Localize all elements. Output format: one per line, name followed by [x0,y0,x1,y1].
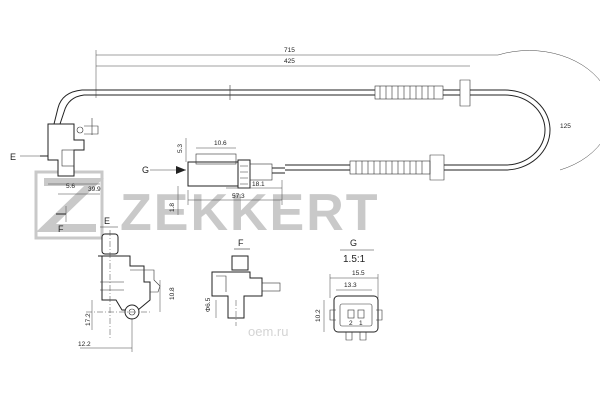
pin-1 [357,309,365,319]
sensor-head: E 5.6 39.9 F [10,118,101,234]
brand-watermark: ZEKKERT oem.ru [34,170,380,339]
view-g-title: G [350,238,357,248]
dim-right-loop: 125 [560,123,571,130]
protective-sleeve-bottom [349,160,431,175]
connector-side: G 10.6 5.3 18.1 57.3 1.8 [142,138,285,215]
view-label-g-arrow: G [142,165,149,175]
dim-sensor-depth: 39.9 [88,186,101,193]
dim-conn-height: 1.8 [169,203,176,212]
sensor-cable: 125 [53,50,600,181]
dim-conn-body: 18.1 [252,181,265,188]
watermark-site: oem.ru [248,324,288,339]
dim-g-width: 15.5 [352,270,365,277]
protective-sleeve-top [374,85,444,100]
dim-g-height: 10.2 [315,309,322,322]
dim-cable-length: 425 [284,58,295,65]
watermark-brand: ZEKKERT [120,184,380,242]
pin-label-1: 1 [359,320,363,327]
dim-e-width: 12.2 [78,341,91,348]
dim-sensor-small: 5.6 [66,183,75,190]
dim-f-diameter: Φ6.5 [205,297,212,312]
view-label-e: E [10,152,16,162]
dim-conn-total: 57.3 [232,193,245,200]
dim-overall-length: 715 [284,47,295,54]
view-g: G 1.5:1 15.5 13.3 2 1 10.2 [315,238,383,341]
dim-e-offset: 17.2 [85,313,92,326]
dim-g-inner: 13.3 [344,282,357,289]
view-g-scale: 1.5:1 [343,254,366,265]
dim-e-height: 10.8 [169,287,176,300]
grommet-bottom [429,154,445,181]
dim-conn-top: 10.6 [214,140,227,147]
view-label-f-arrow: F [58,224,64,234]
pin-label-2: 2 [349,320,353,327]
view-e-title: E [104,216,110,226]
view-e: E 10.8 17.2 12.2 [78,216,176,352]
connector-face [333,295,379,333]
pin-2 [347,309,355,319]
view-f-title: F [238,238,244,248]
grommet-top [459,79,471,107]
dim-conn-side: 5.3 [177,144,184,153]
view-f: F Φ6.5 [205,238,281,326]
